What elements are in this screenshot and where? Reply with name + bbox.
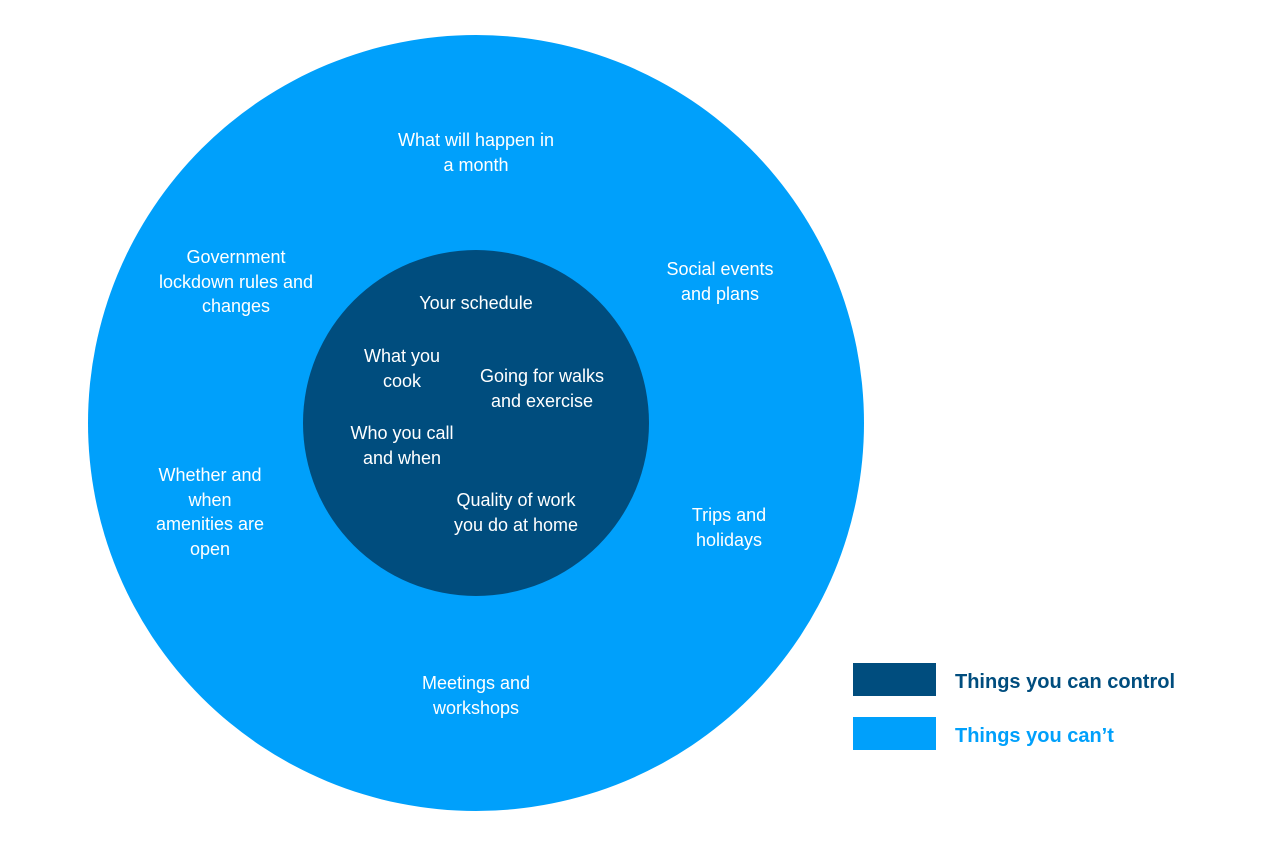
inner-item-your-schedule: Your schedule bbox=[419, 293, 533, 313]
legend-label-control: Things you can control bbox=[955, 671, 1176, 693]
legend-swatch-control bbox=[853, 663, 936, 696]
inner-item-quality-of-work: Quality of work you do at home bbox=[453, 490, 579, 535]
inner-item-what-you-cook: What you cook bbox=[363, 346, 441, 391]
controllable-inner-circle bbox=[303, 250, 649, 596]
outer-item-meetings: Meetings and workshops bbox=[421, 673, 531, 718]
legend-swatch-cant bbox=[853, 717, 936, 750]
legend-label-cant: Things you can’t bbox=[955, 725, 1114, 747]
outer-item-trips-holidays: Trips and holidays bbox=[691, 505, 767, 550]
outer-item-social-events: Social events and plans bbox=[666, 259, 774, 304]
inner-item-walks-exercise: Going for walks and exercise bbox=[479, 366, 605, 411]
outer-item-next-month: What will happen in a month bbox=[397, 130, 555, 175]
inner-item-who-you-call: Who you call and when bbox=[350, 423, 454, 468]
outer-item-amenities: Whether and when amenities are open bbox=[155, 465, 265, 559]
outer-item-lockdown-rules: Government lockdown rules and changes bbox=[158, 247, 314, 316]
